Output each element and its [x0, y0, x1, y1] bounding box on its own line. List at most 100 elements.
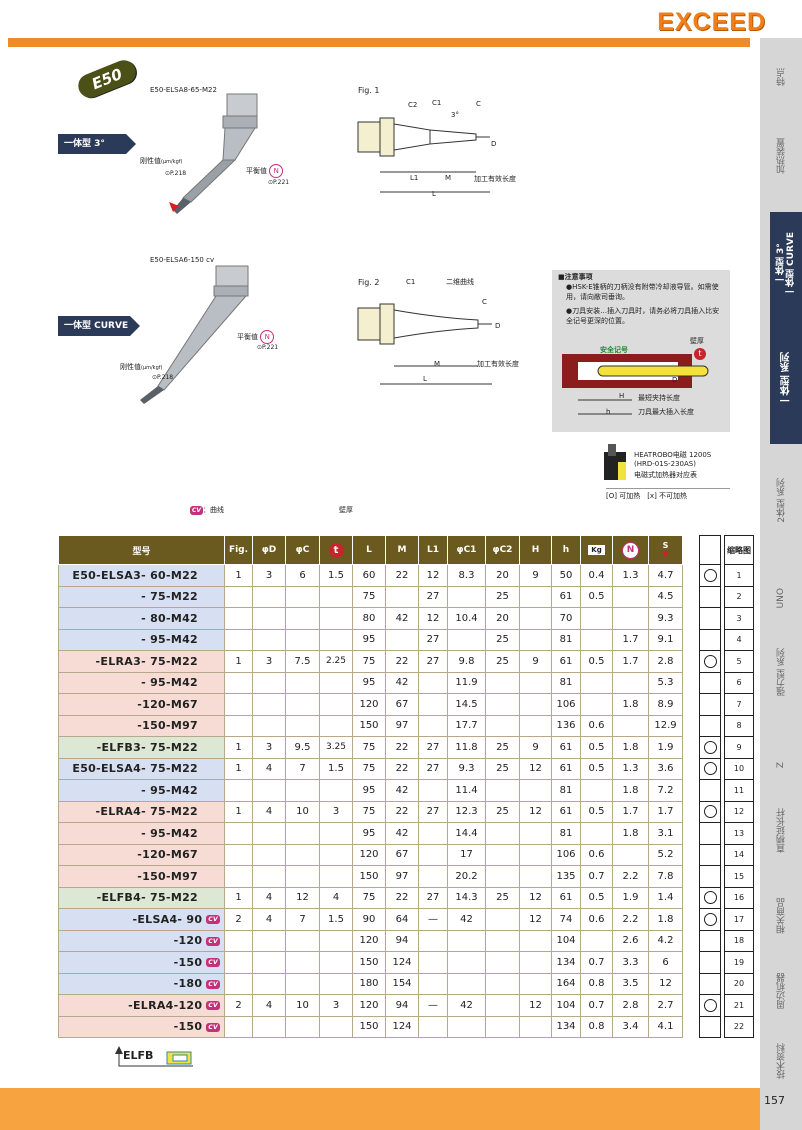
cell-c: [285, 929, 320, 952]
cell-M: 22: [385, 564, 419, 587]
cv-icon: CV: [206, 1022, 220, 1032]
cell-t: [319, 714, 353, 737]
thumbnail-number[interactable]: 12: [724, 800, 754, 823]
cell-heat: [699, 822, 721, 845]
cell-heat: [699, 886, 721, 909]
thumbnail-row: 14: [724, 843, 754, 866]
cell-h: 70: [551, 607, 581, 630]
thumbnail-number[interactable]: 22: [724, 1015, 754, 1038]
sidebar-item-heater[interactable]: 加热装置: [776, 138, 787, 174]
cell-s: 9.3: [648, 607, 683, 630]
thumbnail-number[interactable]: 17: [724, 908, 754, 931]
cell-h: 136: [551, 714, 581, 737]
thumbnail-number[interactable]: 21: [724, 994, 754, 1017]
product2-rigidity: 刚性值(μm/kgf): [120, 363, 163, 371]
sidebar-item-related[interactable]: 相关商品: [776, 898, 787, 934]
cell-C1: 20.2: [447, 865, 486, 888]
product2-rigidity-page[interactable]: ⊙P.218: [152, 374, 174, 381]
thumbnail-number[interactable]: 20: [724, 972, 754, 995]
cell-M: 124: [385, 1015, 419, 1038]
product2-balance: 平衡值 N: [237, 330, 275, 344]
cell-s: 4.5: [648, 585, 683, 608]
cell-M: 42: [385, 822, 419, 845]
cell-n: [612, 585, 649, 608]
thumbnail-number[interactable]: 2: [724, 585, 754, 608]
cell-s: 6: [648, 951, 683, 974]
thumbnail-number[interactable]: 10: [724, 757, 754, 780]
thumbnail-number[interactable]: 4: [724, 628, 754, 651]
cell-h: 106: [551, 843, 581, 866]
cell-M: 124: [385, 951, 419, 974]
thumbnail-number[interactable]: 13: [724, 822, 754, 845]
cell-t: 4: [319, 886, 353, 909]
cell-c: [285, 843, 320, 866]
thumbnail-number[interactable]: 5: [724, 650, 754, 673]
cell-n: 1.8: [612, 822, 649, 845]
thumbnail-row: 21: [724, 994, 754, 1017]
cell-L: 120: [352, 843, 386, 866]
thumbnail-number[interactable]: 18: [724, 929, 754, 952]
thumbnail-number[interactable]: 8: [724, 714, 754, 737]
product1-rigidity-page[interactable]: ⊙P.218: [165, 170, 187, 177]
thumbnail-row: 7: [724, 693, 754, 716]
cell-M: 64: [385, 908, 419, 931]
cell-d: 4: [252, 886, 286, 909]
thumbnail-number[interactable]: 6: [724, 671, 754, 694]
thumbnail-row: 2: [724, 585, 754, 608]
thumbnail-number[interactable]: 9: [724, 736, 754, 759]
cell-L1: —: [418, 994, 448, 1017]
thumbnail-number[interactable]: 16: [724, 886, 754, 909]
notes-h-big: H: [619, 392, 625, 400]
sidebar-item-z[interactable]: Z: [776, 761, 786, 768]
cell-n: [612, 671, 649, 694]
cell-heat: [699, 779, 721, 802]
cell-d: [252, 865, 286, 888]
thumbnail-number[interactable]: 1: [724, 564, 754, 587]
cell-heat: [699, 800, 721, 823]
cell-L1: 27: [418, 800, 448, 823]
thumbnail-number[interactable]: 11: [724, 779, 754, 802]
product2-balance-page[interactable]: ⊙P.221: [257, 344, 279, 351]
cell-t: [319, 628, 353, 651]
cell-s: 12.9: [648, 714, 683, 737]
sidebar-item-uno[interactable]: UNO: [776, 588, 786, 609]
cell-M: 67: [385, 693, 419, 716]
cell-t: [319, 972, 353, 995]
cell-H: [519, 929, 552, 952]
cell-kg: [580, 929, 613, 952]
cell-h: 106: [551, 693, 581, 716]
sidebar-active-section[interactable]: 一体型 3° 一体型 CURVE 一体型 系列: [770, 212, 802, 444]
sidebar-item-2piece[interactable]: 2体型 系列: [776, 478, 787, 523]
sidebar-item-peripheral[interactable]: 周边机器: [776, 973, 787, 1009]
thumbnail-number[interactable]: 15: [724, 865, 754, 888]
thumbnail-row: 19: [724, 951, 754, 974]
cell-n: 2.2: [612, 865, 649, 888]
notes-wall: 壁厚: [690, 337, 704, 345]
cell-t: 3: [319, 994, 353, 1017]
thumbnail-number[interactable]: 7: [724, 693, 754, 716]
cell-H: 12: [519, 886, 552, 909]
thumbnail-number[interactable]: 14: [724, 843, 754, 866]
sidebar-item-extension[interactable]: 直柄延长杆: [776, 808, 787, 853]
product1-balance-page[interactable]: ⊙P.221: [268, 179, 290, 186]
col-L: L: [352, 535, 386, 565]
cell-C1: 14.4: [447, 822, 486, 845]
cell-t: [319, 843, 353, 866]
cell-fig: 2: [224, 994, 253, 1017]
cell-fig: [224, 585, 253, 608]
brand-logo: EXCEED: [657, 8, 766, 36]
sidebar-item-technical[interactable]: 技术资料: [776, 1043, 787, 1079]
cell-M: 22: [385, 757, 419, 780]
sidebar-item-power[interactable]: 强力型 系列: [776, 648, 787, 696]
cell-C2: [485, 994, 520, 1017]
sidebar-item-features[interactable]: 特点: [776, 68, 787, 86]
thumbnail-number[interactable]: 19: [724, 951, 754, 974]
cell-fig: [224, 779, 253, 802]
fig1-c1: C1: [432, 99, 442, 107]
cell-L: 95: [352, 779, 386, 802]
thumbnail-number[interactable]: 3: [724, 607, 754, 630]
